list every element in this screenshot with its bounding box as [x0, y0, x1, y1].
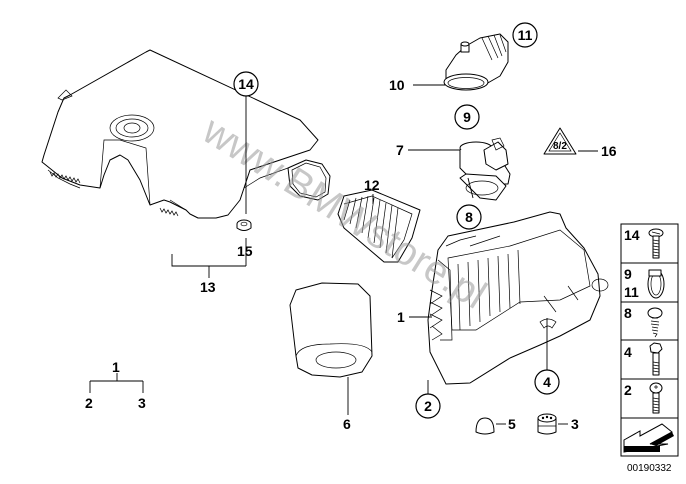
- callout-9[interactable]: 9: [454, 104, 480, 130]
- callout-15[interactable]: 15: [237, 243, 253, 259]
- hardware-item-8[interactable]: 8: [624, 305, 663, 338]
- cap-part-5[interactable]: [475, 417, 495, 435]
- callout-1[interactable]: 1: [397, 309, 405, 325]
- assembly-key-child-2: 3: [138, 395, 146, 411]
- callout-16[interactable]: 16: [601, 143, 617, 159]
- hardware-panel: 14 9 11 8: [620, 223, 679, 457]
- air-mass-sensor-part-7[interactable]: [459, 137, 511, 201]
- hardware-item-9-11[interactable]: 9 11: [624, 266, 665, 300]
- direction-arrow-icon: [623, 423, 674, 453]
- callout-7[interactable]: 7: [396, 142, 404, 158]
- svg-text:8: 8: [465, 209, 473, 225]
- svg-text:14: 14: [238, 76, 254, 92]
- hex-bolt-icon: [649, 342, 663, 376]
- self-tapping-screw-icon: [647, 307, 663, 338]
- callout-5[interactable]: 5: [508, 416, 516, 432]
- pan-head-screw-icon: [649, 382, 663, 414]
- air-filter-housing-part-1[interactable]: [427, 211, 609, 385]
- assembly-key-parent: 1: [112, 359, 120, 375]
- filter-element-part-6[interactable]: [289, 282, 373, 378]
- svg-text:2: 2: [624, 382, 632, 398]
- svg-text:11: 11: [624, 284, 639, 300]
- callout-14[interactable]: 14: [233, 71, 259, 97]
- callout-12[interactable]: 12: [364, 177, 380, 193]
- image-number: 00190332: [627, 463, 672, 474]
- callout-6[interactable]: 6: [343, 416, 351, 432]
- callout-11[interactable]: 11: [512, 22, 538, 48]
- assembly-key-child-1: 2: [85, 395, 93, 411]
- callout-10[interactable]: 10: [389, 77, 405, 93]
- bellows-duct-part-12[interactable]: [337, 189, 421, 263]
- hardware-item-2[interactable]: 2: [624, 382, 663, 414]
- rubber-mount-part-3[interactable]: [537, 413, 557, 435]
- intake-cover-part-13[interactable]: [41, 49, 331, 219]
- svg-text:2: 2: [424, 398, 432, 414]
- callout-4[interactable]: 4: [534, 369, 560, 395]
- hose-clamp-icon: [647, 269, 665, 299]
- callout-2[interactable]: 2: [415, 393, 441, 419]
- leader-lines: [89, 84, 598, 425]
- svg-text:14: 14: [624, 227, 640, 243]
- svg-text:9: 9: [624, 266, 632, 282]
- callout-13[interactable]: 13: [200, 279, 216, 295]
- svg-text:8/2: 8/2: [553, 141, 567, 152]
- svg-text:11: 11: [518, 27, 533, 43]
- intake-elbow-part-10[interactable]: [443, 33, 509, 91]
- svg-text:8: 8: [624, 305, 632, 321]
- assembly-key: 1 2 3: [85, 359, 146, 411]
- grommet-part-15[interactable]: [236, 219, 252, 231]
- screw-icon: [648, 228, 664, 259]
- hardware-item-4[interactable]: 4: [624, 342, 663, 376]
- svg-text:4: 4: [624, 344, 632, 360]
- callout-3[interactable]: 3: [571, 416, 579, 432]
- svg-text:9: 9: [463, 109, 471, 125]
- hardware-item-14[interactable]: 14: [624, 227, 664, 259]
- svg-text:4: 4: [543, 374, 551, 390]
- warning-label-part-16[interactable]: 8/2: [543, 127, 577, 155]
- callout-8[interactable]: 8: [456, 204, 482, 230]
